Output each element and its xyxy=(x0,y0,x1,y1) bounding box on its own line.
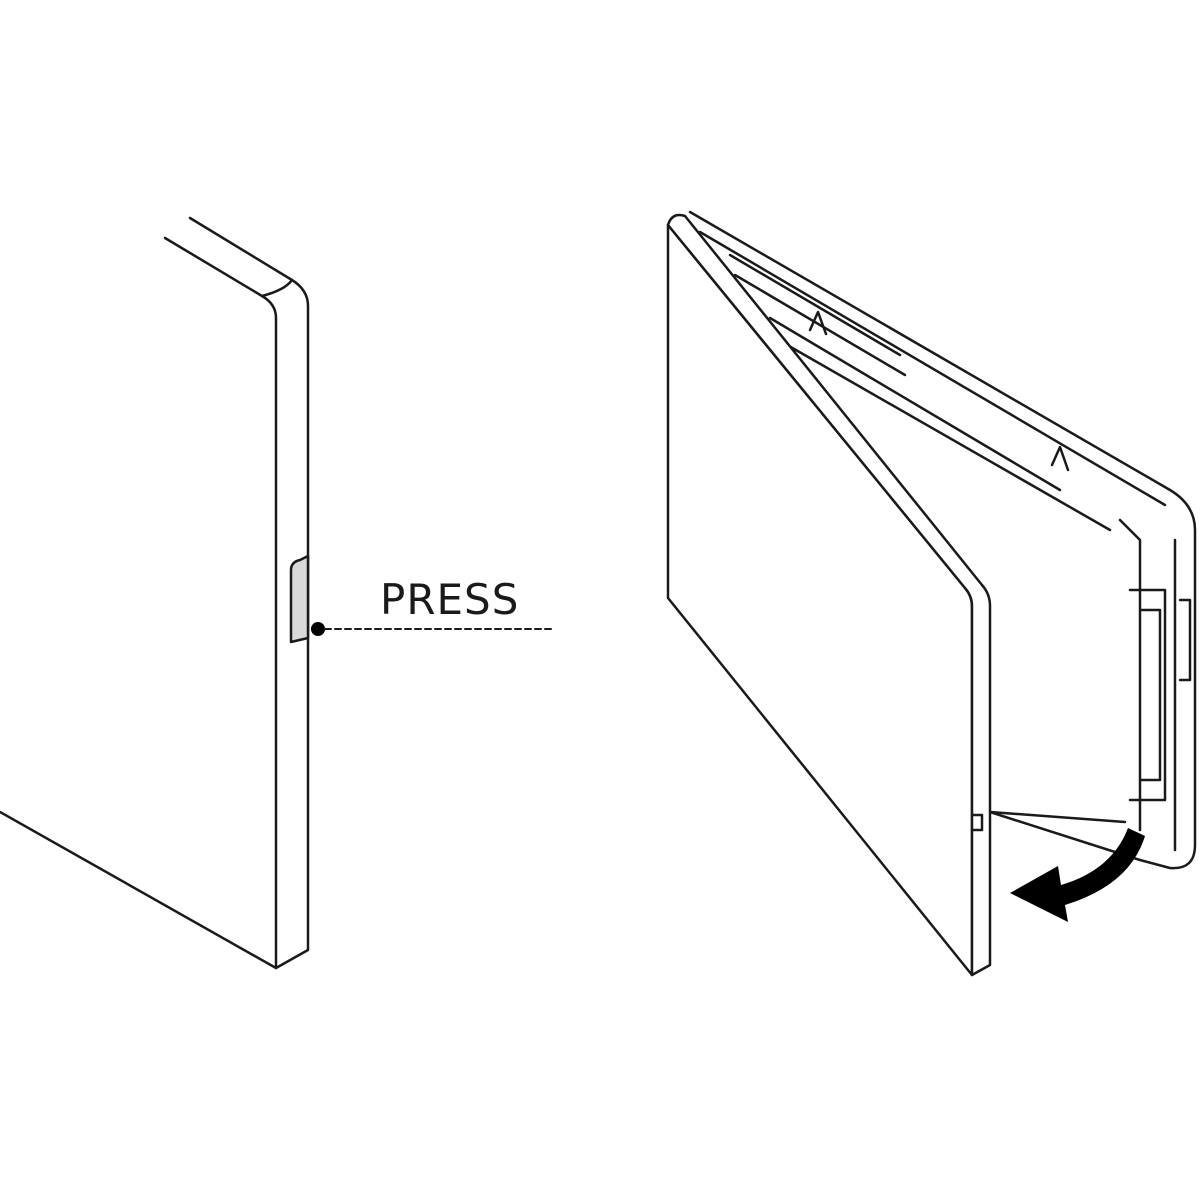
right-open-cover xyxy=(666,213,992,977)
open-cover-notch xyxy=(970,813,984,832)
press-indicator xyxy=(311,622,556,636)
cover-front-face xyxy=(0,236,278,970)
frame-clip-triangle-1 xyxy=(808,310,828,336)
open-cover-side-edge xyxy=(666,213,992,977)
cover-side-corner xyxy=(260,278,294,298)
frame-clip-triangle-2 xyxy=(1050,445,1070,472)
left-closed-cover xyxy=(0,216,310,970)
press-label: PRESS xyxy=(380,575,520,624)
frame-rail-1 xyxy=(728,253,907,377)
open-direction-arrow-icon xyxy=(1010,828,1145,922)
frame-bottom xyxy=(988,810,1127,824)
release-tab[interactable] xyxy=(289,554,310,644)
press-point-dot xyxy=(311,622,325,636)
frame-side-mechanism xyxy=(1118,518,1192,852)
frame-rail-2 xyxy=(768,316,1112,532)
frame-inner-top xyxy=(698,230,1167,507)
